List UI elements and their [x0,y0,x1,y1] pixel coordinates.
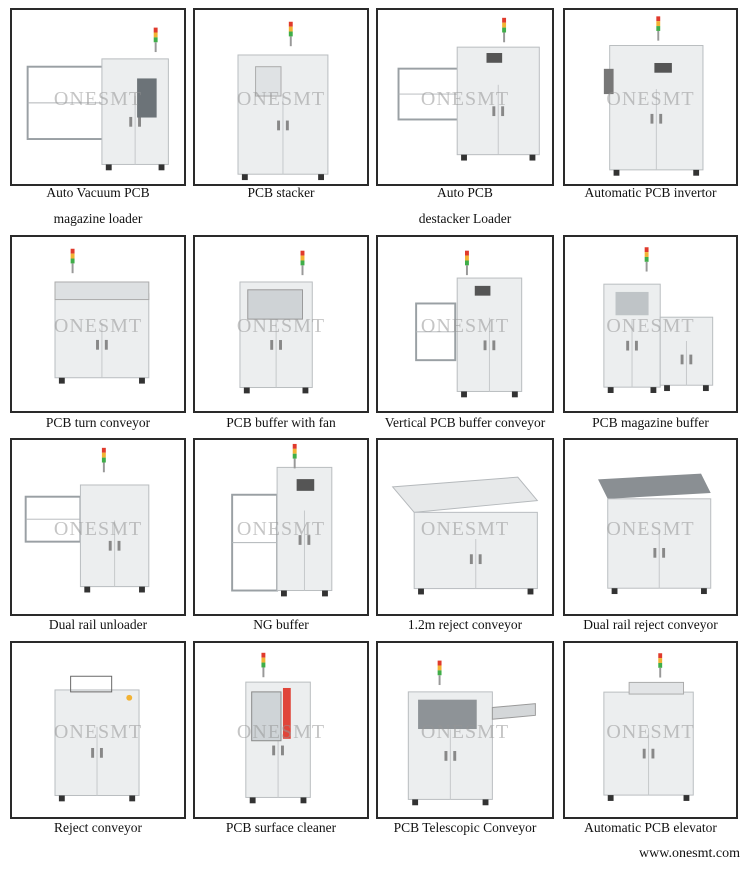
product-photo: ONESMT [376,438,554,616]
caption-line: PCB buffer with fan [226,415,336,430]
product-caption: Auto Vacuum PCB magazine loader [10,180,186,232]
caption-line: Auto Vacuum PCB [46,185,150,200]
product-caption: Reject conveyor [10,815,186,841]
product-card: ONESMT PCB turn conveyor [10,235,186,466]
product-caption: PCB Telescopic Conveyor [376,815,554,841]
caption-line: Automatic PCB elevator [584,820,717,835]
caption-line: Automatic PCB invertor [584,185,717,200]
reject-conveyor-long-icon [391,476,539,595]
product-card: ONESMT PCB magazine buffer [563,235,738,466]
product-photo: ONESMT [376,235,554,413]
invertor-icon [603,16,704,176]
caption-line: Auto PCB [437,185,493,200]
surface-cleaner-icon [245,652,311,804]
caption-line: Reject conveyor [53,820,143,835]
product-caption: PCB buffer with fan [193,410,369,436]
elevator-icon [603,653,694,801]
vertical-buffer-icon [415,250,523,398]
product-caption: Dual rail unloader [10,612,186,638]
product-photo: ONESMT [563,8,738,186]
product-photo: ONESMT [376,641,554,819]
product-caption: PCB turn conveyor [10,410,186,436]
product-photo: ONESMT [563,235,738,413]
product-photo: ONESMT [376,8,554,186]
ng-buffer-icon [231,443,333,597]
product-caption: Auto PCB destacker Loader [376,180,554,232]
turn-conveyor-icon [54,248,150,384]
product-card: ONESMT PCB buffer with fan [193,235,369,466]
product-caption: 1.2m reject conveyor [376,612,554,638]
product-photo: ONESMT [563,438,738,616]
website-url[interactable]: www.onesmt.com [639,846,740,861]
caption-line: Dual rail reject conveyor [583,617,718,632]
caption-line: PCB Telescopic Conveyor [393,820,537,835]
product-photo: ONESMT [193,641,369,819]
dual-rail-reject-icon [598,473,712,595]
destacker-icon [397,17,540,161]
caption-line: 1.2m reject conveyor [407,617,523,632]
product-caption: Vertical PCB buffer conveyor [376,410,554,436]
vacuum-loader-icon [26,27,169,171]
product-photo: ONESMT [563,641,738,819]
product-caption: PCB magazine buffer [563,410,738,436]
caption-line: PCB magazine buffer [592,415,709,430]
product-photo: ONESMT [193,235,369,413]
product-card: ONESMT Vertical PCB buffer conveyor [376,235,554,466]
caption-line: PCB stacker [247,185,315,200]
caption-line: magazine loader [53,211,143,226]
product-caption: PCB surface cleaner [193,815,369,841]
product-caption: PCB stacker [193,180,369,206]
caption-line: Dual rail unloader [48,617,148,632]
product-photo: ONESMT [10,438,186,616]
product-photo: ONESMT [10,235,186,413]
caption-line: NG buffer [253,617,309,632]
product-caption: Automatic PCB invertor [563,180,738,206]
reject-conveyor-icon [54,675,140,802]
buffer-fan-icon [239,250,313,394]
telescopic-conveyor-icon [407,660,536,806]
dual-rail-unloader-icon [24,447,150,593]
product-photo: ONESMT [10,8,186,186]
caption-line: PCB turn conveyor [45,415,151,430]
product-photo: ONESMT [193,8,369,186]
caption-line: PCB surface cleaner [225,820,337,835]
product-caption: Automatic PCB elevator [563,815,738,841]
product-caption: NG buffer [193,612,369,638]
product-photo: ONESMT [10,641,186,819]
caption-line: Vertical PCB buffer conveyor [384,415,546,430]
product-caption: Dual rail reject conveyor [563,612,738,638]
caption-line: destacker Loader [418,211,512,226]
stacker-icon [237,21,329,181]
product-photo: ONESMT [193,438,369,616]
magazine-buffer-icon [603,247,714,393]
